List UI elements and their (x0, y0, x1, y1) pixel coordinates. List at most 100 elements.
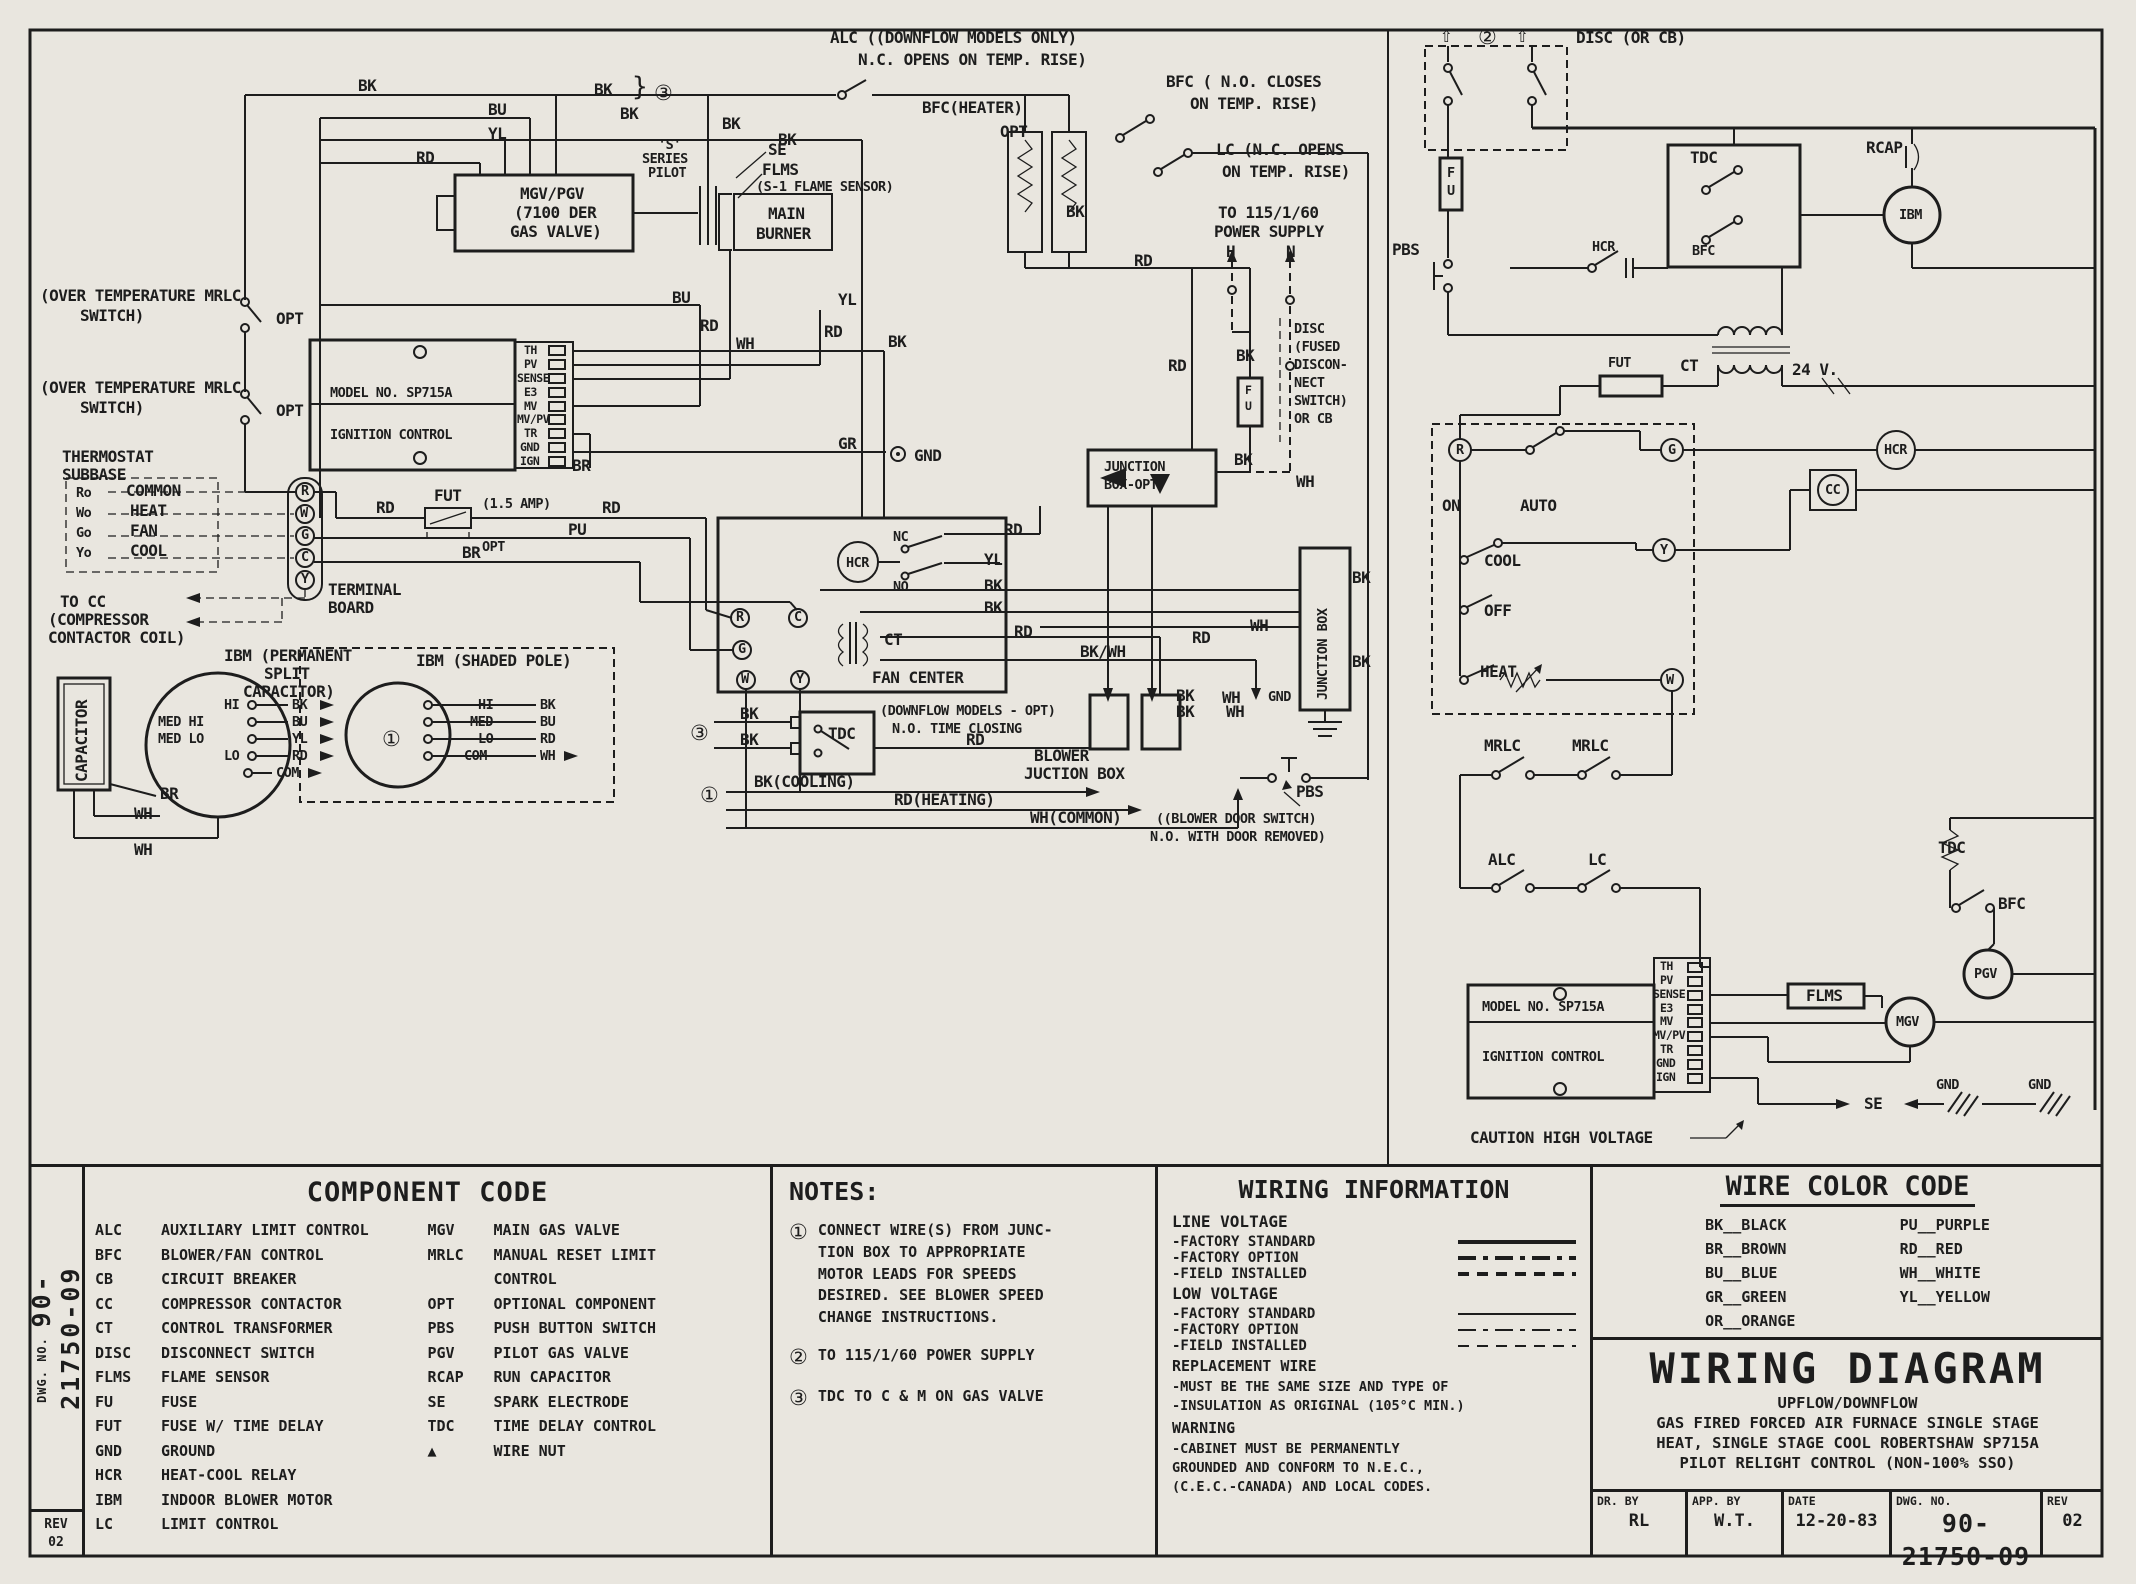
diagram-label: (1.5 AMP) (482, 496, 551, 512)
diagram-label: } (632, 72, 648, 102)
diagram-label: FUT (434, 486, 462, 505)
diagram-label: FAN (130, 521, 158, 540)
wiring-legend-row: -FIELD INSTALLED (1172, 1266, 1576, 1282)
replacement-wire-text: -MUST BE THE SAME SIZE AND TYPE OF -INSU… (1172, 1379, 1465, 1414)
diagram-label: BK (358, 76, 377, 95)
diagram-label: Y (301, 571, 309, 587)
diagram-label: ON TEMP. RISE) (1222, 162, 1350, 181)
diagram-label: YL (488, 124, 507, 143)
diagram-label: G (1668, 442, 1676, 458)
diagram-label: TR (1660, 1042, 1673, 1056)
diagram-label: AUTO (1520, 496, 1557, 515)
component-code-abbrev: LC (95, 1515, 114, 1533)
diagram-label: E3 (524, 385, 537, 399)
diagram-label: BK (1352, 652, 1371, 671)
wire-color-item: BU__BLUE (1705, 1264, 1778, 1282)
component-code-item: PBS PUSH BUTTON SWITCH (428, 1316, 761, 1341)
diagram-label: TERMINAL (328, 580, 402, 599)
drawing-number-vertical: DWG. NO. 90-21750-09 (27, 1229, 85, 1447)
diagram-label: OR CB (1294, 411, 1333, 427)
component-code-abbrev: RCAP (427, 1368, 464, 1386)
diagram-label: IGNITION CONTROL (1482, 1049, 1605, 1065)
diagram-label: N.O. WITH DOOR REMOVED) (1150, 829, 1326, 845)
component-code-abbrev: GND (95, 1441, 123, 1460)
component-code-abbrev: OPT (427, 1294, 455, 1313)
diagram-label: TH (524, 343, 537, 357)
component-code-abbrev: ▲ (427, 1441, 437, 1460)
wiring-legend-label: -FACTORY OPTION (1172, 1250, 1299, 1266)
diagram-label: PBS (1296, 782, 1324, 801)
drawing-subtitle-2: GAS FIRED FORCED AIR FURNACE SINGLE STAG… (1656, 1414, 2039, 1433)
component-code-item: FU FUSE (95, 1390, 428, 1415)
diagram-label: PBS (1392, 240, 1420, 259)
component-code-item: RCAP RUN CAPACITOR (428, 1365, 761, 1390)
diagram-label: G (738, 641, 746, 657)
diagram-label: GND (1268, 689, 1291, 705)
diagram-label: ALC ((DOWNFLOW MODELS ONLY) (830, 28, 1077, 47)
component-code-abbrev: PBS (427, 1319, 455, 1337)
date-value: 12-20-83 (1795, 1511, 1878, 1531)
component-code-item: LC LIMIT CONTROL (95, 1512, 428, 1537)
diagram-label: BOARD (328, 598, 374, 617)
diagram-label: 'S' (658, 137, 681, 153)
diagram-label: IBM (PERMANENT (224, 646, 352, 665)
diagram-label: TDC (828, 724, 856, 743)
diagram-label: (OVER TEMPERATURE MRLC (40, 286, 241, 305)
diagram-label: SUBBASE (62, 465, 126, 484)
diagram-label: MED HI (158, 714, 204, 730)
diagram-label: WH (1250, 616, 1269, 635)
component-code-item: MGV MAIN GAS VALVE (428, 1218, 761, 1243)
diagram-label: CT (884, 630, 903, 649)
fan-relay-block-right (1510, 128, 2095, 278)
wire-style-sample (1458, 1256, 1576, 1260)
diagram-label: 24 V. (1792, 360, 1838, 379)
wire-color-item: WH__WHITE (1899, 1264, 1981, 1282)
wire-style-sample (1458, 1329, 1576, 1331)
diagram-label: NC (893, 529, 909, 545)
diagram-label: HCR (846, 555, 869, 571)
wire-color-item: PU__PURPLE (1899, 1216, 1990, 1234)
junction-boxes (1086, 268, 1352, 751)
diagram-label: C (301, 549, 309, 565)
note-number-icon: ① (789, 1220, 808, 1244)
diagram-label: Y (796, 671, 804, 687)
diagram-label: CAPACITOR (72, 699, 91, 782)
note-number-icon: ③ (789, 1385, 808, 1410)
component-code-item: ▲ WIRE NUT (428, 1439, 761, 1464)
diagram-label: GND (914, 446, 942, 465)
diagram-label: PV (1660, 973, 1673, 987)
diagram-label: COM (276, 765, 299, 781)
diagram-label: MRLC (1572, 736, 1609, 755)
line-voltage-heading: LINE VOLTAGE (1172, 1212, 1288, 1231)
diagram-label: LC (1588, 850, 1607, 869)
diagram-label: HI (478, 697, 494, 713)
drawing-subtitle-1: UPFLOW/DOWNFLOW (1777, 1394, 1918, 1412)
diagram-label: BK (1236, 346, 1255, 365)
component-code-description: FLAME SENSOR (161, 1368, 270, 1386)
diagram-label: BK (984, 576, 1003, 595)
rev-cell-value: 02 (2062, 1511, 2083, 1531)
diagram-label: N.O. TIME CLOSING (892, 721, 1022, 737)
component-code-abbrev: TDC (427, 1417, 455, 1435)
diagram-label: F (1447, 165, 1455, 181)
dwg-no-cell: DWG. NO. 90-21750-09 (1889, 1492, 2040, 1571)
component-code-abbrev: CC (95, 1294, 114, 1313)
component-code-description: MAIN GAS VALVE (493, 1221, 620, 1239)
dwg-no-cell-label: DWG. NO. (1896, 1494, 1952, 1508)
diagram-label: TR (524, 426, 537, 440)
diagram-label: SPLIT (264, 664, 310, 683)
diagram-label: IGN (520, 454, 540, 468)
diagram-label: HI (224, 697, 240, 713)
component-code-description: COMPRESSOR CONTACTOR (161, 1294, 342, 1313)
wiring-legend-label: -FACTORY OPTION (1172, 1322, 1299, 1338)
low-voltage-heading: LOW VOLTAGE (1172, 1284, 1278, 1303)
diagram-label: BOX-OPT. (1104, 477, 1166, 493)
date-label: DATE (1788, 1494, 1816, 1508)
component-code-description: BLOWER/FAN CONTROL (161, 1245, 324, 1264)
diagram-label: (OVER TEMPERATURE MRLC (40, 378, 241, 397)
component-code-description: FUSE W/ TIME DELAY (161, 1417, 324, 1435)
component-code-description: INDOOR BLOWER MOTOR (161, 1490, 333, 1509)
diagram-label: OPT (276, 401, 304, 420)
